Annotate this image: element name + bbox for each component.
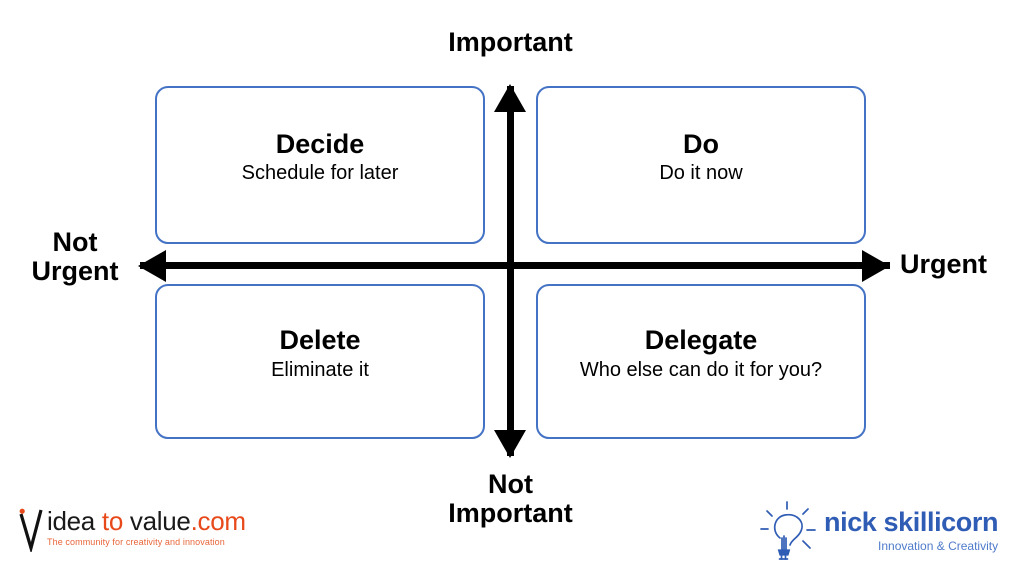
quadrant-delete-title: Delete (279, 325, 361, 356)
idea-to-value-tagline: The community for creativity and innovat… (47, 537, 225, 547)
itv-word-to: to (101, 506, 123, 536)
quadrant-do-content: Do Do it now (659, 129, 742, 185)
checkmark-v-icon (19, 508, 43, 552)
itv-word-value: value (122, 506, 191, 536)
axis-label-not-important: Not Important (448, 469, 573, 529)
itv-word-idea: idea (47, 506, 102, 536)
arrow-left-icon (138, 250, 166, 282)
quadrant-do-title: Do (683, 128, 719, 159)
quadrant-decide[interactable]: Decide Schedule for later (155, 86, 485, 244)
quadrant-delegate[interactable]: Delegate Who else can do it for you? (536, 284, 866, 439)
arrow-down-icon (494, 430, 526, 458)
quadrant-delete-content: Delete Eliminate it (271, 325, 369, 381)
nick-skillicorn-wordmark: nick skillicorn (824, 507, 999, 537)
quadrant-delegate-subtitle: Who else can do it for you? (579, 358, 823, 381)
quadrant-do-subtitle: Do it now (659, 162, 743, 185)
nick-skillicorn-text: nick skillicorn Innovation & Creativity (824, 507, 999, 554)
quadrant-delete-subtitle: Eliminate it (271, 358, 369, 381)
quadrant-delegate-title: Delegate (644, 325, 758, 356)
quadrant-delete[interactable]: Delete Eliminate it (155, 284, 485, 439)
horizontal-axis-line (140, 262, 890, 269)
quadrant-decide-title: Decide (275, 128, 365, 159)
vertical-axis-line (507, 86, 514, 456)
arrow-right-icon (862, 250, 890, 282)
arrow-up-icon (494, 84, 526, 112)
itv-word-dotcom: .com (190, 506, 246, 536)
axis-label-urgent: Urgent (900, 249, 987, 279)
quadrant-delegate-content: Delegate Who else can do it for you? (580, 325, 822, 381)
nick-skillicorn-logo[interactable]: nick skillicorn Innovation & Creativity (760, 500, 998, 562)
quadrant-do[interactable]: Do Do it now (536, 86, 866, 244)
quadrant-decide-content: Decide Schedule for later (242, 129, 399, 185)
axis-label-important: Important (448, 27, 573, 57)
quadrant-decide-subtitle: Schedule for later (241, 162, 399, 185)
idea-to-value-text: idea to value.com The community for crea… (47, 508, 246, 547)
axis-label-not-urgent: Not Urgent (31, 227, 119, 287)
idea-to-value-wordmark: idea to value.com (47, 508, 246, 534)
lightbulb-icon (760, 501, 816, 560)
nick-skillicorn-tagline: Innovation & Creativity (878, 539, 999, 553)
idea-to-value-logo[interactable]: idea to value.com The community for crea… (18, 508, 246, 552)
